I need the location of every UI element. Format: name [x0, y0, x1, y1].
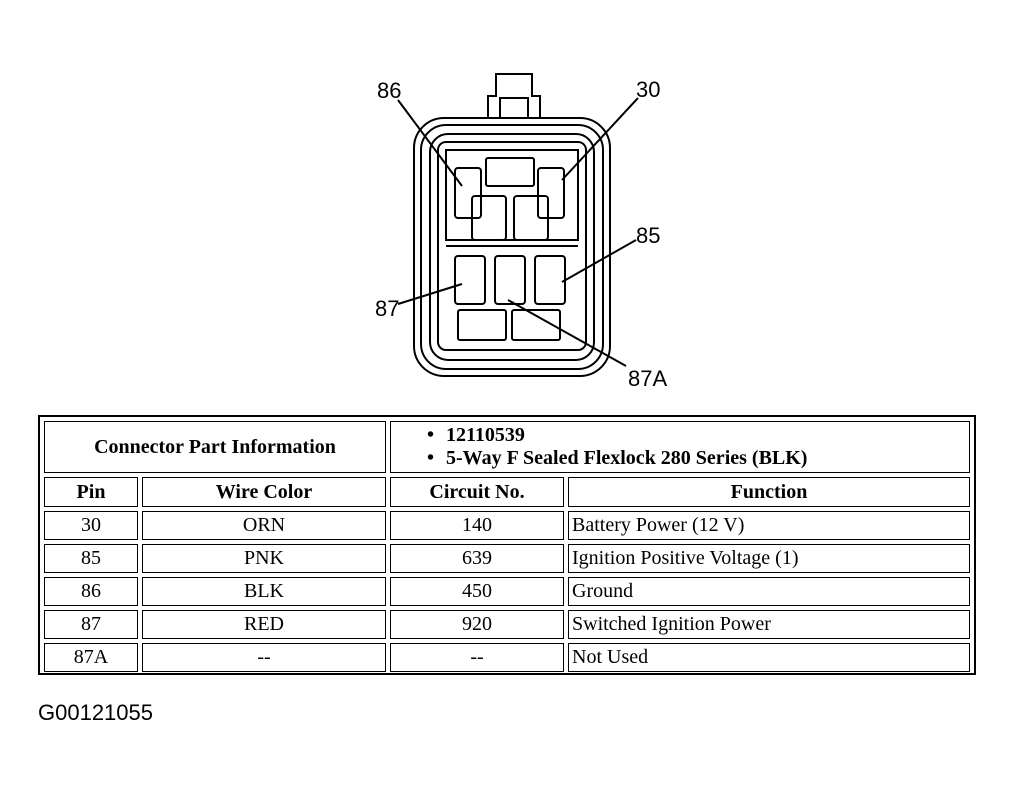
- part-number: 12110539: [427, 424, 525, 447]
- leader-85: [561, 239, 637, 283]
- cavity-pin-87: [454, 255, 486, 305]
- cavity-pin-86: [454, 167, 482, 219]
- row5-pin: 87A: [44, 643, 138, 672]
- cavity-pin-87a: [494, 255, 526, 305]
- connector-top-frame: [445, 149, 579, 241]
- row3-wire-color: BLK: [142, 577, 386, 606]
- row4-function: Switched Ignition Power: [568, 610, 970, 639]
- connector-info-table: Connector Part Information 12110539 5-Wa…: [38, 415, 976, 675]
- cavity-pin-30: [537, 167, 565, 219]
- part-description: 5-Way F Sealed Flexlock 280 Series (BLK): [427, 447, 807, 470]
- connector-face: [437, 141, 587, 351]
- cavity-bottom-left: [457, 309, 507, 341]
- row2-circuit: 639: [390, 544, 564, 573]
- row1-circuit: 140: [390, 511, 564, 540]
- row3-pin: 86: [44, 577, 138, 606]
- leader-86: [397, 99, 463, 187]
- cavity-pin-85: [534, 255, 566, 305]
- row2-function: Ignition Positive Voltage (1): [568, 544, 970, 573]
- figure-id: G00121055: [38, 700, 153, 725]
- leader-30: [561, 97, 639, 181]
- connector-housing-outer: [413, 117, 611, 377]
- col-header-circuit: Circuit No.: [390, 477, 564, 507]
- row4-wire-color: RED: [142, 610, 386, 639]
- connector-housing-inner: [429, 133, 595, 361]
- row3-circuit: 450: [390, 577, 564, 606]
- leader-87a: [507, 299, 627, 367]
- connector-housing-mid: [420, 124, 604, 370]
- cavity-center-top: [485, 157, 535, 187]
- col-header-pin: Pin: [44, 477, 138, 507]
- row1-pin: 30: [44, 511, 138, 540]
- leader-87: [397, 283, 463, 305]
- row1-wire-color: ORN: [142, 511, 386, 540]
- pin-label-87a: 87A: [628, 366, 667, 391]
- row4-pin: 87: [44, 610, 138, 639]
- row5-function: Not Used: [568, 643, 970, 672]
- part-info-label: Connector Part Information: [44, 421, 386, 473]
- col-header-wire-color: Wire Color: [142, 477, 386, 507]
- row2-wire-color: PNK: [142, 544, 386, 573]
- cavity-bottom-right: [511, 309, 561, 341]
- col-header-function: Function: [568, 477, 970, 507]
- pin-label-85: 85: [636, 223, 660, 248]
- connector-lock-tab-inner: [499, 97, 529, 118]
- part-info-list: 12110539 5-Way F Sealed Flexlock 280 Ser…: [390, 421, 970, 473]
- row2-pin: 85: [44, 544, 138, 573]
- pin-label-86: 86: [377, 78, 401, 103]
- row1-function: Battery Power (12 V): [568, 511, 970, 540]
- pin-label-87: 87: [375, 296, 399, 321]
- row5-wire-color: --: [142, 643, 386, 672]
- row4-circuit: 920: [390, 610, 564, 639]
- cavity-mid-left: [471, 195, 507, 241]
- row3-function: Ground: [568, 577, 970, 606]
- pin-label-30: 30: [636, 77, 660, 102]
- cavity-mid-right: [513, 195, 549, 241]
- connector-lock-tab: [487, 73, 541, 118]
- row5-circuit: --: [390, 643, 564, 672]
- connector-diagram: 86 30 85 87 87A: [375, 73, 667, 391]
